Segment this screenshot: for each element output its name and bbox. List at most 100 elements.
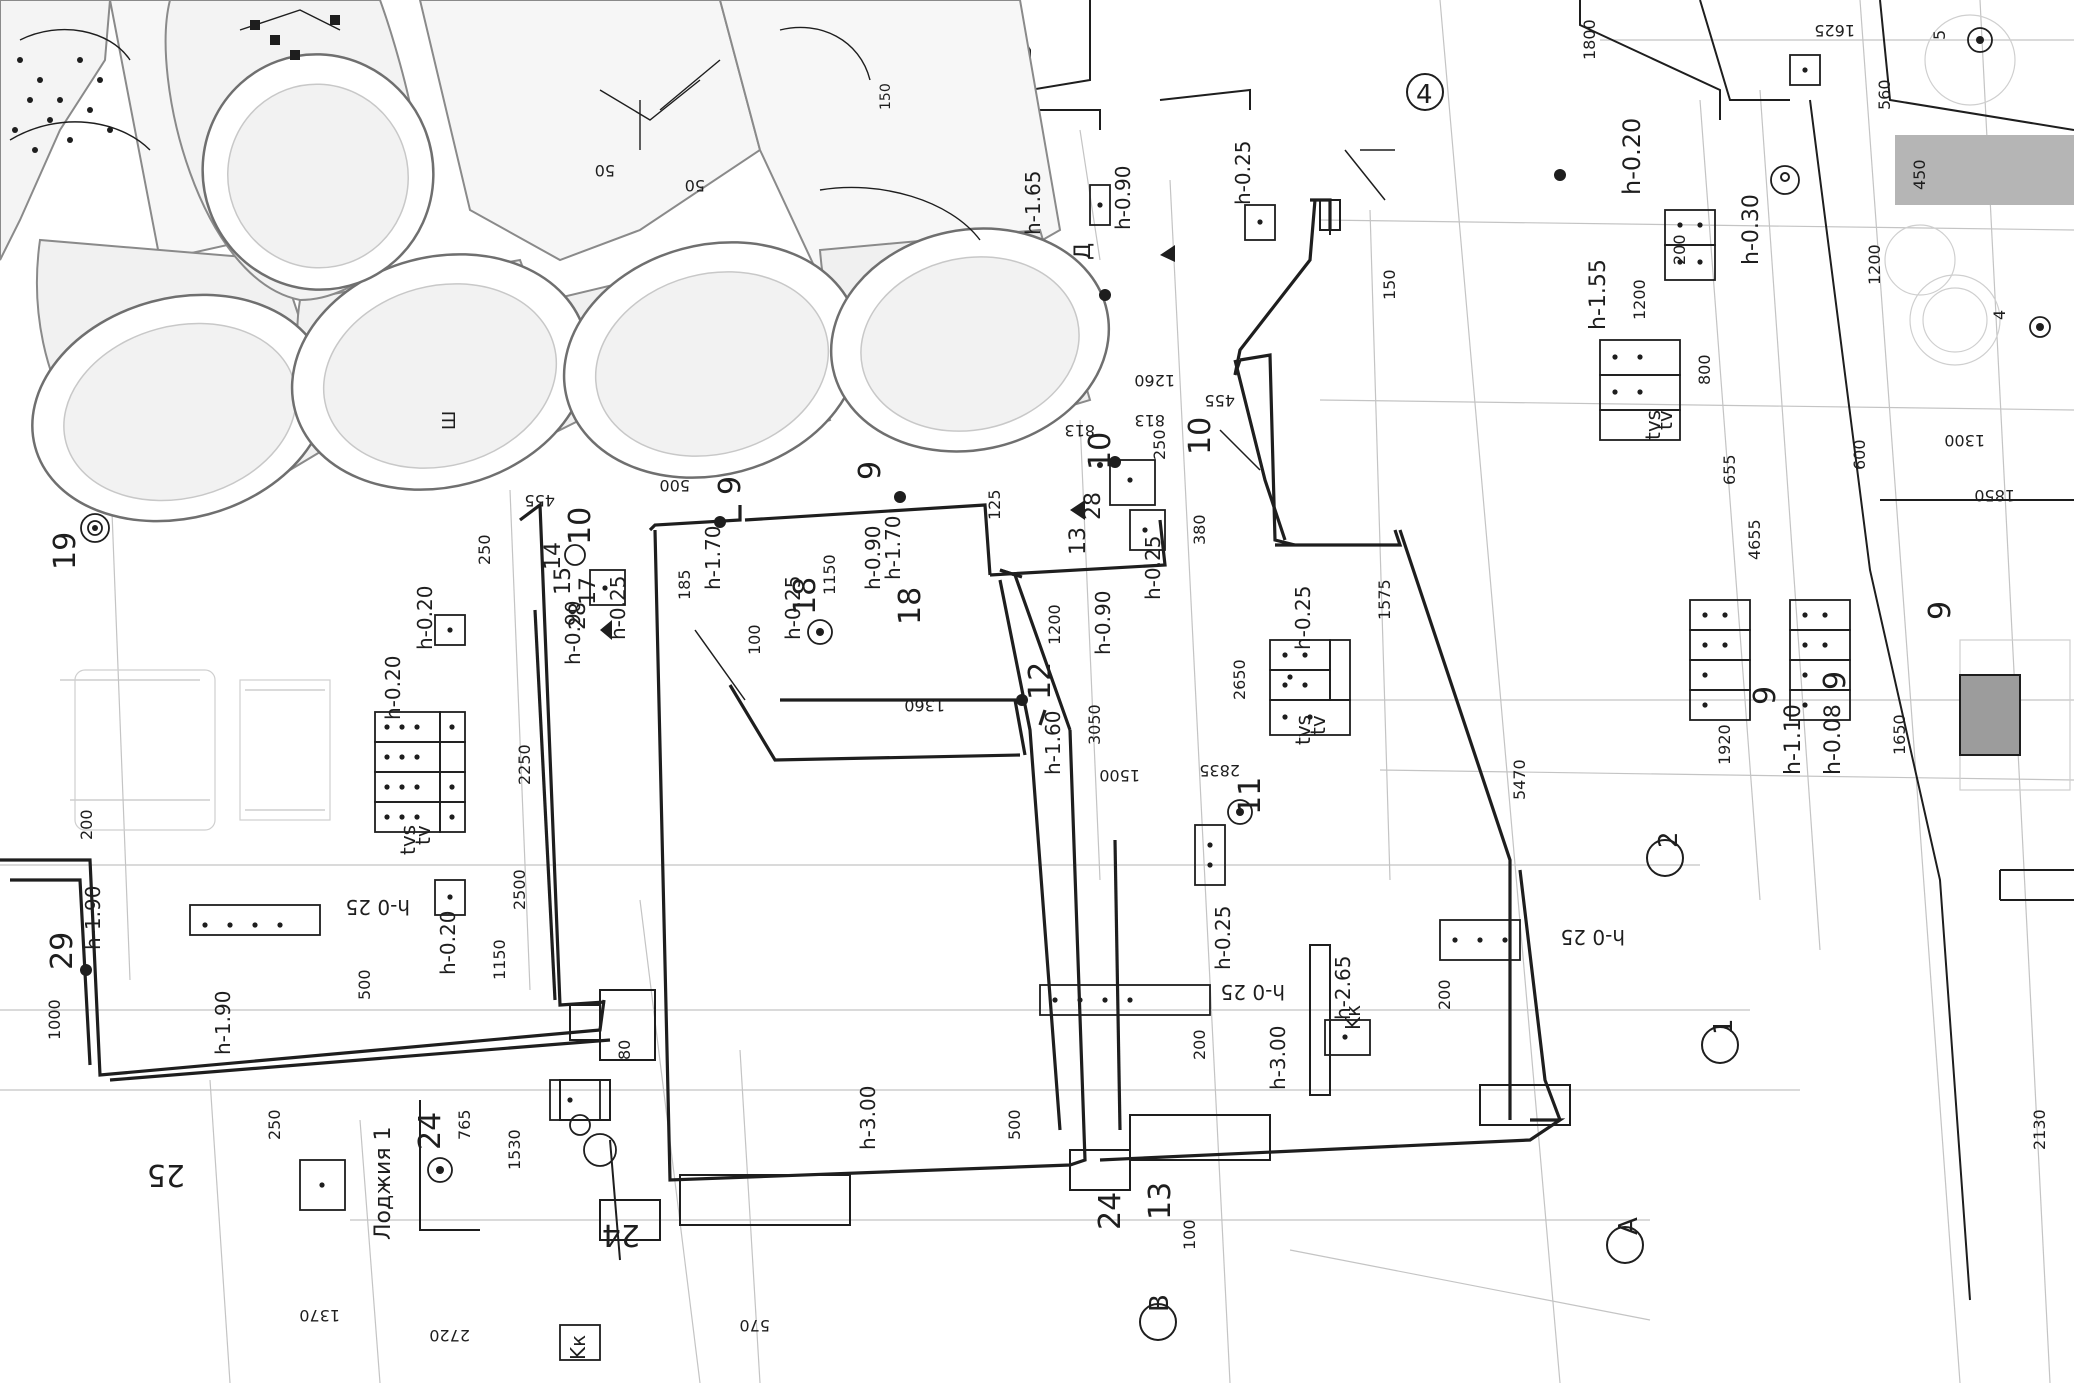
num-18a: 18 bbox=[788, 577, 823, 615]
label-h110: h-1.10 bbox=[1781, 704, 1806, 775]
label-h020-top: h-0.20 bbox=[1618, 118, 1646, 195]
label-h025f: h-0 25 bbox=[346, 895, 410, 919]
label-kk-a: Kк bbox=[1341, 1005, 1365, 1030]
dim-2835: 2835 bbox=[1199, 761, 1240, 780]
num-10a: 10 bbox=[1083, 432, 1118, 470]
dim-2720: 2720 bbox=[429, 1326, 470, 1345]
label-tvs-mid: tvs bbox=[1291, 715, 1315, 745]
dim-1300: 1300 bbox=[1944, 431, 1985, 450]
dim-250a: 250 bbox=[1150, 429, 1169, 460]
dim-455a: 455 bbox=[1204, 391, 1235, 410]
dim-200c: 200 bbox=[1435, 979, 1454, 1010]
axis-A: A bbox=[1614, 1217, 1644, 1235]
elevation-labels: h-0.20 h-1.55 h-0.30 tvs tv h-1.65 h-0.9… bbox=[81, 118, 1846, 1360]
label-h025c: h-0.25 bbox=[606, 576, 630, 640]
dim-50a: 50 bbox=[595, 161, 615, 180]
num-28b: 28 bbox=[1081, 492, 1106, 520]
label-tv-left: tv bbox=[411, 825, 435, 845]
dim-500c: 500 bbox=[1005, 1109, 1024, 1140]
axis-markers bbox=[1139, 73, 1790, 1341]
dim-1500: 1500 bbox=[1099, 766, 1140, 785]
num-13b: 13 bbox=[1066, 527, 1091, 555]
label-h025i: h-0 25 bbox=[1561, 925, 1625, 949]
label-h025e: h-0.25 bbox=[1291, 586, 1315, 650]
num-9e: 9 bbox=[1923, 601, 1958, 620]
dim-813a: 813 bbox=[1064, 421, 1095, 440]
dim-800: 800 bbox=[1695, 354, 1714, 385]
num-9d: 9 bbox=[1818, 671, 1853, 690]
num-19: 19 bbox=[48, 532, 83, 570]
num-9c: 9 bbox=[1748, 686, 1783, 705]
dim-185: 185 bbox=[675, 569, 694, 600]
num-1: 1 bbox=[1709, 1018, 1739, 1035]
dim-200b: 200 bbox=[1190, 1029, 1209, 1060]
dim-1850: 1850 bbox=[1974, 486, 2015, 505]
dim-765: 765 bbox=[455, 1109, 474, 1140]
dim-1650: 1650 bbox=[1890, 714, 1909, 755]
axis-Sh: Ш bbox=[439, 411, 460, 430]
label-h190a: h-1.90 bbox=[81, 886, 105, 950]
dim-1575: 1575 bbox=[1375, 579, 1394, 620]
label-h300b: h-3.00 bbox=[856, 1086, 880, 1150]
dim-1360: 1360 bbox=[904, 696, 945, 715]
label-loggia: Лоджия 1 bbox=[371, 1126, 396, 1240]
num-150-roll: 150 bbox=[878, 83, 894, 110]
num-4b: 4 bbox=[1990, 310, 2009, 320]
dim-50b: 50 bbox=[685, 176, 705, 195]
num-12: 12 bbox=[1023, 662, 1058, 700]
dim-250b: 250 bbox=[475, 534, 494, 565]
dim-455b: 455 bbox=[524, 491, 555, 510]
dim-125: 125 bbox=[985, 489, 1004, 520]
num-25: 25 bbox=[147, 1157, 185, 1192]
dim-1625: 1625 bbox=[1814, 21, 1855, 40]
label-h025h: h-0 25 bbox=[1221, 980, 1285, 1004]
dim-100b: 100 bbox=[1180, 1219, 1199, 1250]
label-h170a: h-1.70 bbox=[701, 526, 725, 590]
dim-250c: 250 bbox=[265, 1109, 284, 1140]
dim-1200a: 1200 bbox=[1045, 604, 1064, 645]
dim-500b: 500 bbox=[355, 969, 374, 1000]
label-tv-top: tv bbox=[1653, 410, 1677, 430]
dim-450: 450 bbox=[1910, 159, 1929, 190]
num-11: 11 bbox=[1233, 777, 1268, 815]
num-17: 17 bbox=[576, 577, 601, 605]
label-h025g: h-0.25 bbox=[1211, 906, 1235, 970]
dim-1000: 1000 bbox=[45, 999, 64, 1040]
dim-3050: 3050 bbox=[1085, 704, 1104, 745]
dim-1200b: 1200 bbox=[1630, 279, 1649, 320]
num-24b: 24 bbox=[602, 1217, 640, 1252]
dim-813b: 813 bbox=[1134, 411, 1165, 430]
dim-500a: 500 bbox=[659, 476, 690, 495]
label-tvs-left: tvs bbox=[396, 825, 420, 855]
label-h020b: h-0.20 bbox=[381, 656, 405, 720]
num-29: 29 bbox=[45, 932, 80, 970]
axis-D: Д bbox=[1071, 243, 1096, 260]
num-2: 2 bbox=[1654, 831, 1684, 848]
label-h008: h-0.08 bbox=[1821, 704, 1846, 775]
dim-200d: 200 bbox=[1670, 234, 1689, 265]
label-h020a: h-0.20 bbox=[413, 586, 437, 650]
label-h155: h-1.55 bbox=[1586, 259, 1611, 330]
dim-600: 600 bbox=[1850, 439, 1869, 470]
dim-570: 570 bbox=[739, 1316, 770, 1335]
dim-2650: 2650 bbox=[1230, 659, 1249, 700]
dim-150: 150 bbox=[1380, 269, 1399, 300]
dim-1260: 1260 bbox=[1134, 371, 1175, 390]
dim-5470: 5470 bbox=[1510, 759, 1529, 800]
num-4: 4 bbox=[1416, 80, 1433, 110]
dim-2250: 2250 bbox=[515, 744, 534, 785]
label-h090-top: h-0.90 bbox=[1111, 166, 1135, 230]
num-24a: 24 bbox=[413, 1112, 448, 1150]
label-h165: h-1.65 bbox=[1021, 171, 1045, 235]
label-h025d: h-0.25 bbox=[1141, 536, 1165, 600]
dim-1800: 1800 bbox=[1580, 19, 1599, 60]
num-24c: 24 bbox=[1093, 1192, 1128, 1230]
dim-200a: 200 bbox=[77, 809, 96, 840]
label-h265: h-2.65 bbox=[1331, 956, 1355, 1020]
socket-dots bbox=[202, 67, 1828, 1188]
dim-1370: 1370 bbox=[299, 1306, 340, 1325]
dimension-labels: 1260 455 813 813 250 380 150 1575 1200 2… bbox=[45, 19, 2049, 1345]
label-tvs-top: tvs bbox=[1641, 410, 1665, 440]
dim-560: 560 bbox=[1875, 79, 1894, 110]
